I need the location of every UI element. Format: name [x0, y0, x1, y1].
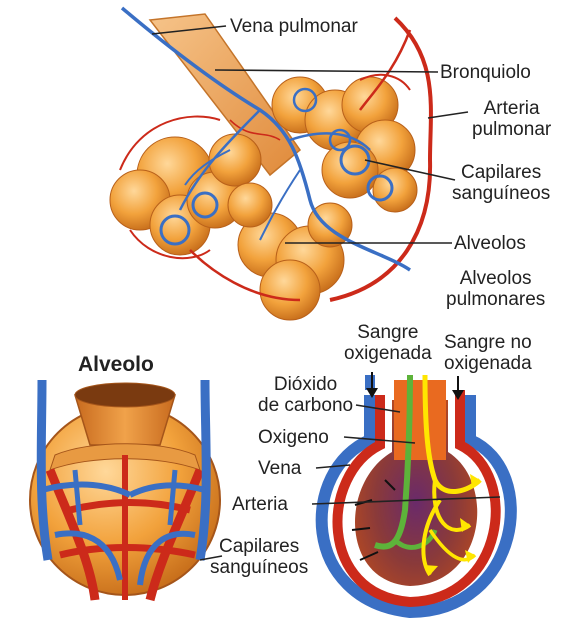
label-dioxido-de-carbono: Dióxido de carbono [258, 374, 353, 416]
label-vena-pulmonar: Vena pulmonar [230, 16, 358, 37]
label-vena: Vena [258, 458, 301, 479]
label-oxigeno: Oxigeno [258, 427, 329, 448]
label-sangre-oxigenada: Sangre oxigenada [344, 322, 432, 364]
label-alveolos: Alveolos [454, 233, 526, 254]
label-bronquiolo: Bronquiolo [440, 62, 531, 83]
single-alveolus [30, 380, 220, 600]
label-arteria-pulmonar: Arteria pulmonar [472, 98, 551, 140]
label-alveolos-pulmonares: Alveolos pulmonares [446, 268, 545, 310]
label-capilares-sanguineos-top: Capilares sanguíneos [452, 162, 550, 204]
label-sangre-no-oxigenada: Sangre no oxigenada [444, 332, 532, 374]
label-arteria: Arteria [232, 494, 288, 515]
label-alveolo-title: Alveolo [78, 354, 154, 375]
label-capilares-sanguineos-bottom: Capilares sanguíneos [210, 536, 308, 578]
